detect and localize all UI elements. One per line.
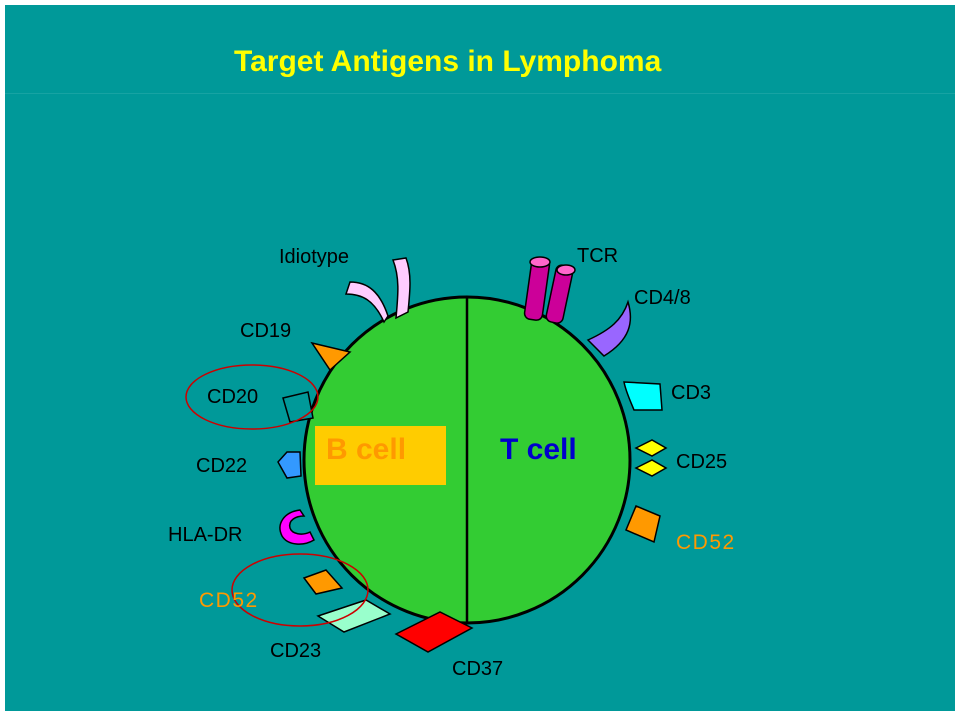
title-band: Target Antigens in Lymphoma xyxy=(5,5,955,94)
cd37-receptor xyxy=(394,611,474,653)
cd22-receptor xyxy=(277,451,302,479)
cd20-receptor xyxy=(282,391,314,423)
idiotype-label: Idiotype xyxy=(279,246,350,268)
tcr-receptor xyxy=(523,256,576,324)
cd23-receptor xyxy=(316,599,392,633)
cd4-8-label: CD4/8 xyxy=(634,287,691,309)
tcr-label: TCR xyxy=(577,245,619,267)
cd20-highlight-ring xyxy=(185,364,319,430)
cd3-receptor xyxy=(623,381,663,411)
cd19-receptor xyxy=(310,341,352,372)
cd52-right-receptor xyxy=(625,505,661,544)
hla-dr-receptor xyxy=(279,509,315,545)
cd52-right-label: CD52 xyxy=(676,531,736,554)
hla-dr-label: HLA-DR xyxy=(168,524,243,546)
cd25-label: CD25 xyxy=(676,451,728,473)
cd52-left-receptor xyxy=(302,569,344,595)
cd23-label: CD23 xyxy=(270,640,322,662)
slide-title: Target Antigens in Lymphoma xyxy=(234,45,662,78)
b-cell-label-box xyxy=(315,426,446,485)
cd3-label: CD3 xyxy=(671,382,712,404)
t-cell-label: T cell xyxy=(500,433,577,466)
cd22-label: CD22 xyxy=(196,455,248,477)
b-cell-label: B cell xyxy=(326,433,407,466)
cd20-label: CD20 xyxy=(207,386,259,408)
idiotype-receptor xyxy=(344,257,411,324)
cd19-label: CD19 xyxy=(240,320,292,342)
cd25-receptor xyxy=(634,439,668,477)
cd4-8-receptor xyxy=(586,299,632,357)
cd52-left-label: CD52 xyxy=(199,589,259,612)
cd37-label: CD37 xyxy=(452,658,504,680)
cd52-highlight-ring xyxy=(231,553,369,627)
